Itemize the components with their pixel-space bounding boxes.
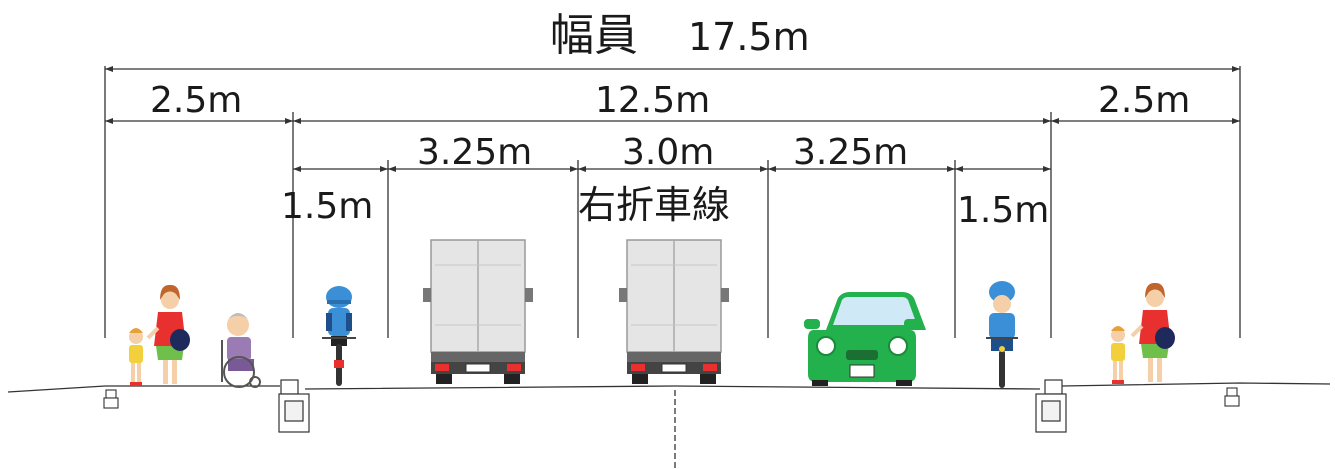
elderly-wheelchair-icon [221, 313, 261, 388]
right-ground-line [1061, 382, 1331, 387]
title-label: 幅員 [550, 10, 638, 61]
label-turn-lane: 右折車線 [578, 183, 730, 227]
label-left-sidewalk: 2.5m [150, 80, 242, 121]
road-crown-line [304, 385, 1041, 390]
pedestrian-mother-child-icon [129, 284, 190, 386]
truck-rear-right-icon [619, 239, 729, 384]
cyclist-left-icon [322, 286, 356, 386]
road-surface [7, 382, 1331, 469]
label-turn-lane-width: 3.0m [622, 132, 714, 173]
label-right-sidewalk: 2.5m [1098, 80, 1190, 121]
truck-rear-left-icon [423, 239, 533, 384]
title-value: 17.5m [688, 15, 810, 59]
dimension-lines [104, 66, 1241, 338]
label-left-bike: 1.5m [281, 186, 373, 227]
curb-block-icon [278, 379, 310, 433]
green-car-front-icon [804, 292, 926, 386]
left-ground-line [7, 385, 280, 393]
label-carriageway: 12.5m [595, 80, 710, 121]
pedestrian-mother-child-right-icon [1111, 282, 1175, 384]
label-left-lane: 3.25m [417, 132, 532, 173]
label-right-lane: 3.25m [793, 132, 908, 173]
cyclist-right-icon [986, 281, 1018, 388]
curb-block-icon [1035, 379, 1067, 433]
label-right-bike: 1.5m [957, 190, 1049, 231]
dimension-arrowheads [105, 66, 1240, 172]
sidewalk-edge-block-icon [103, 387, 1240, 409]
